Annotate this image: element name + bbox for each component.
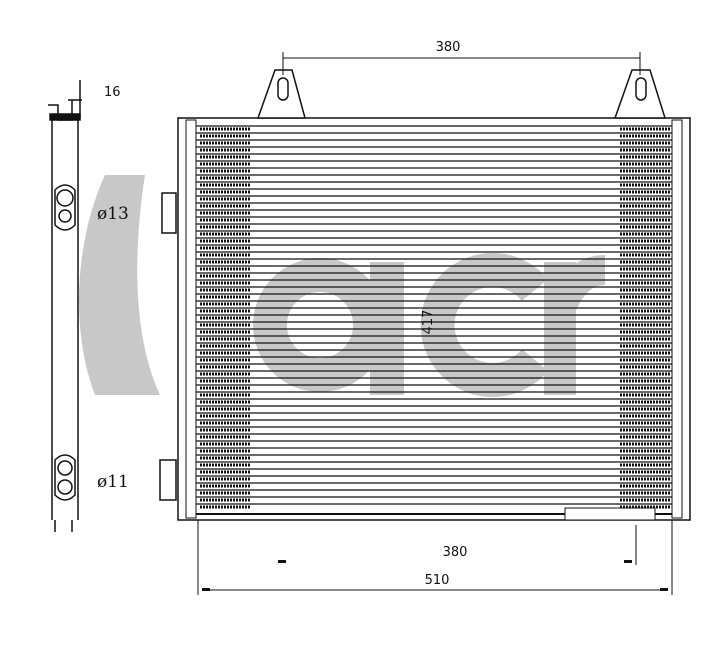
core-frame xyxy=(177,117,691,521)
watermark-letter-r-arm xyxy=(545,255,607,316)
side-view xyxy=(48,80,82,532)
pipe-fittings xyxy=(159,192,177,501)
inlet-diameter-label: ø13 xyxy=(97,204,129,224)
bottom-spacing-label: 380 xyxy=(443,545,468,560)
side-depth-label: 16 xyxy=(104,85,121,100)
acr-watermark-logo xyxy=(78,175,607,397)
bottom-mount xyxy=(564,507,656,521)
condenser-core xyxy=(177,117,691,521)
right-header-tank xyxy=(671,119,683,519)
dimension-lines xyxy=(197,52,673,595)
dimension-arrows xyxy=(202,560,668,591)
watermark-letter-c xyxy=(420,253,549,397)
outlet-diameter-label: ø11 xyxy=(97,472,129,492)
top-spacing-label: 380 xyxy=(436,40,461,55)
height-label: 417 xyxy=(421,310,436,335)
watermark-letter-a-bowl xyxy=(253,258,387,392)
mounting-brackets xyxy=(256,69,667,119)
overall-width-label: 510 xyxy=(425,573,450,588)
left-header-tank xyxy=(185,119,197,519)
watermark-arc xyxy=(78,175,160,395)
